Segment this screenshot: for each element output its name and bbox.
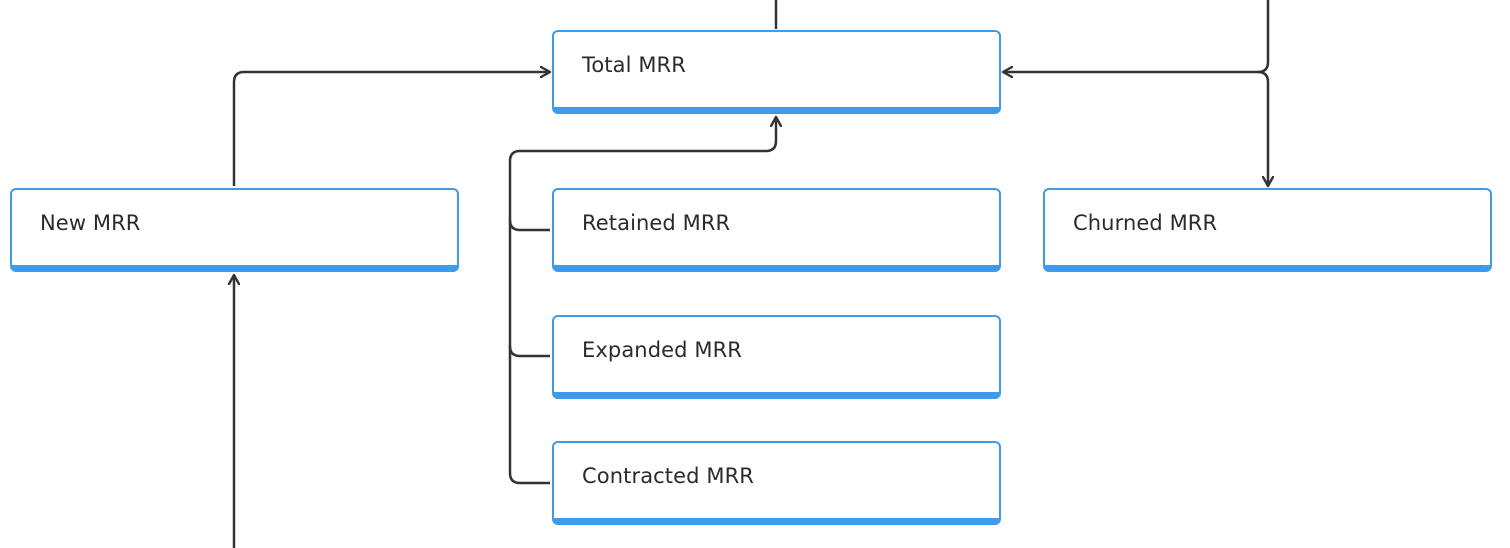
connector-to-churned [1257, 70, 1268, 186]
retained-mrr-node[interactable]: Retained MRR [552, 188, 1001, 272]
connector-expanded-tick [508, 345, 550, 358]
connector-new-to-total [232, 72, 550, 186]
new-mrr-label: New MRR [40, 211, 141, 235]
total-mrr-node[interactable]: Total MRR [552, 30, 1001, 114]
expanded-mrr-node[interactable]: Expanded MRR [552, 315, 1001, 399]
connector-retained-tick [508, 219, 550, 232]
expanded-mrr-label: Expanded MRR [582, 338, 742, 362]
retained-mrr-label: Retained MRR [582, 211, 731, 235]
connector-contracted-tick [508, 472, 550, 485]
churned-mrr-node[interactable]: Churned MRR [1043, 188, 1492, 272]
contracted-mrr-node[interactable]: Contracted MRR [552, 441, 1001, 525]
new-mrr-node[interactable]: New MRR [10, 188, 459, 272]
connector-bracket-to-total [508, 117, 776, 473]
churned-mrr-label: Churned MRR [1073, 211, 1218, 235]
contracted-mrr-label: Contracted MRR [582, 464, 754, 488]
total-mrr-label: Total MRR [582, 53, 686, 77]
connector-churned-branch [1003, 0, 1270, 72]
